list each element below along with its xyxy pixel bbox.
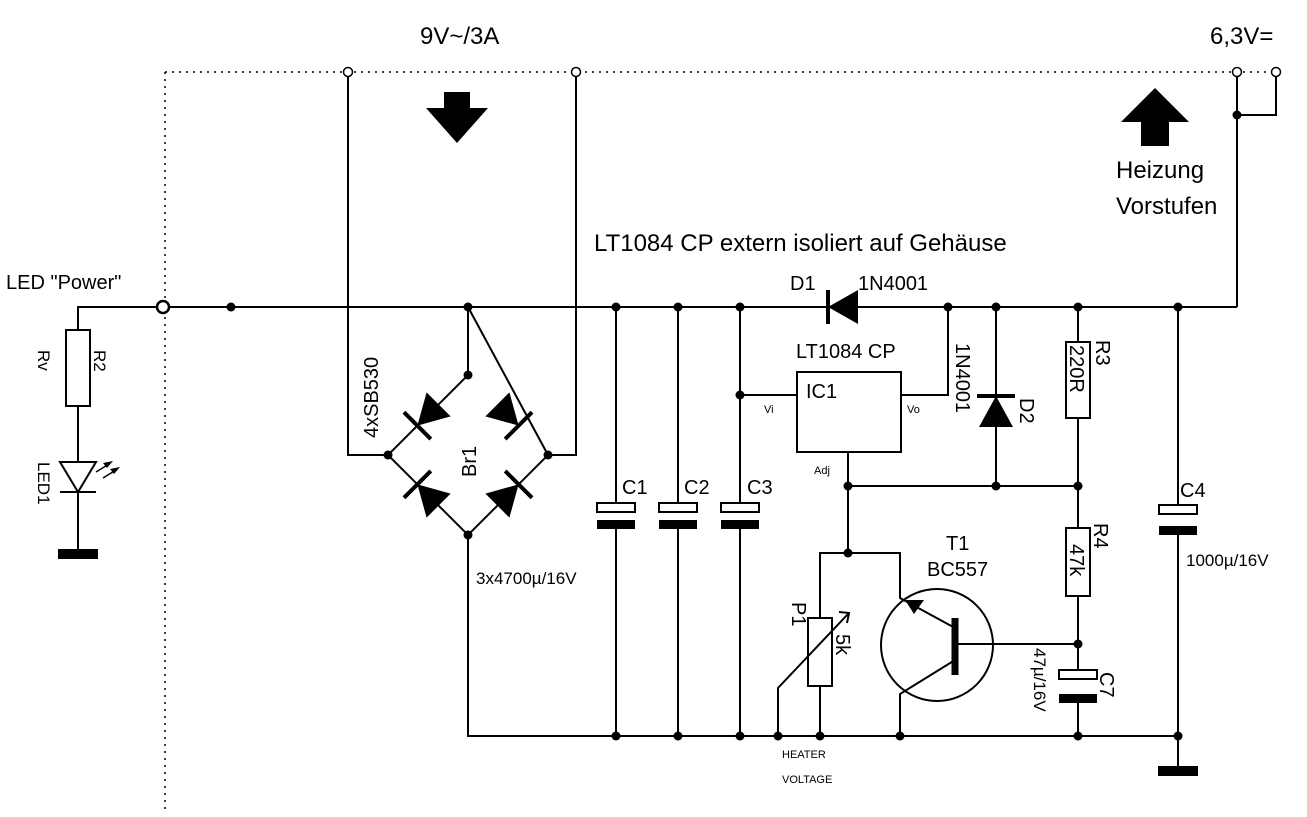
resistor-r4 xyxy=(1065,486,1091,649)
d2-label: D2 xyxy=(1015,398,1037,424)
heater-label-1: Heizung xyxy=(1116,157,1204,184)
dc-terminal-1 xyxy=(1231,66,1243,78)
led-power-label: LED "Power" xyxy=(6,272,121,294)
diode-d2 xyxy=(977,307,1015,486)
vo-label: Vo xyxy=(907,404,920,416)
c1-label: C1 xyxy=(622,477,648,499)
positive-rail xyxy=(155,299,1237,315)
r3-value-label: 220R xyxy=(1065,345,1087,393)
p1-label: P1 xyxy=(787,602,809,626)
dc-terminal-2 xyxy=(1270,66,1282,78)
d1-part-label: 1N4001 xyxy=(858,273,928,295)
bridge-rectifier-br1 xyxy=(383,306,553,540)
capacitor-c4 xyxy=(1158,307,1198,736)
dc-output-terminals xyxy=(1231,66,1282,307)
ac-terminal-1 xyxy=(342,66,354,78)
capacitor-c1 xyxy=(596,307,636,736)
led1-icon xyxy=(58,461,98,494)
regulator-ic1 xyxy=(740,307,949,486)
r4-label: R4 xyxy=(1089,523,1111,549)
c2-label: C2 xyxy=(684,477,710,499)
heater-label-2: Vorstufen xyxy=(1116,193,1217,220)
ground-main-icon xyxy=(1158,766,1198,776)
capacitor-c2 xyxy=(658,307,698,736)
p1-value-label: 5k xyxy=(831,634,853,656)
dc-output-label: 6,3V= xyxy=(1210,23,1273,50)
bridge-ref-label: Br1 xyxy=(459,446,481,477)
r3-label: R3 xyxy=(1091,340,1113,366)
regulator-note: LT1084 CP extern isoliert auf Gehäuse xyxy=(594,230,1007,257)
enclosure-boundary xyxy=(164,71,1282,812)
t1-part-label: BC557 xyxy=(927,559,988,581)
c4-value-label: 1000µ/16V xyxy=(1186,551,1269,570)
led-power-branch xyxy=(58,306,158,559)
c7-label: C7 xyxy=(1095,672,1117,698)
c3-label: C3 xyxy=(747,477,773,499)
diode-d1 xyxy=(826,290,858,324)
ic-part-label: LT1084 CP xyxy=(796,341,896,363)
c7-value-label: 47µ/16V xyxy=(1030,648,1049,712)
heater-voltage-label-2: VOLTAGE xyxy=(782,774,832,786)
adj-label: Adj xyxy=(814,465,830,477)
resistor-r3 xyxy=(1065,307,1091,486)
t1-label: T1 xyxy=(946,533,969,555)
ic-ref-label: IC1 xyxy=(806,381,837,403)
r4-value-label: 47k xyxy=(1065,544,1087,577)
led-terminal xyxy=(155,299,171,315)
input-arrow-down-icon xyxy=(426,92,488,143)
transistor-t1 xyxy=(848,552,1078,736)
heater-voltage-label-1: HEATER xyxy=(782,749,826,761)
rv-label: Rv xyxy=(34,350,53,371)
c4-label: C4 xyxy=(1180,480,1206,502)
d2-part-label: 1N4001 xyxy=(951,343,973,413)
vi-label: Vi xyxy=(764,404,774,416)
resistor-r2 xyxy=(65,329,91,407)
ac-input-label: 9V~/3A xyxy=(420,23,499,50)
d1-label: D1 xyxy=(790,273,816,295)
ac-terminal-2 xyxy=(570,66,582,78)
r2-label: R2 xyxy=(90,350,109,372)
potentiometer-p1 xyxy=(777,552,851,736)
capacitor-c7 xyxy=(1058,644,1098,736)
bridge-part-label: 4xSB530 xyxy=(361,357,383,438)
output-arrow-up-icon xyxy=(1121,88,1189,146)
capacitor-c3 xyxy=(720,307,760,736)
ac-input-wiring xyxy=(342,66,582,456)
adj-node xyxy=(843,481,1083,558)
labels: 9V~/3A 6,3V= Heizung Vorstufen LT1084 CP… xyxy=(6,23,1273,786)
cap-main-value-label: 3x4700µ/16V xyxy=(476,569,577,588)
led1-label: LED1 xyxy=(34,462,53,505)
ground-led-icon xyxy=(58,549,98,559)
